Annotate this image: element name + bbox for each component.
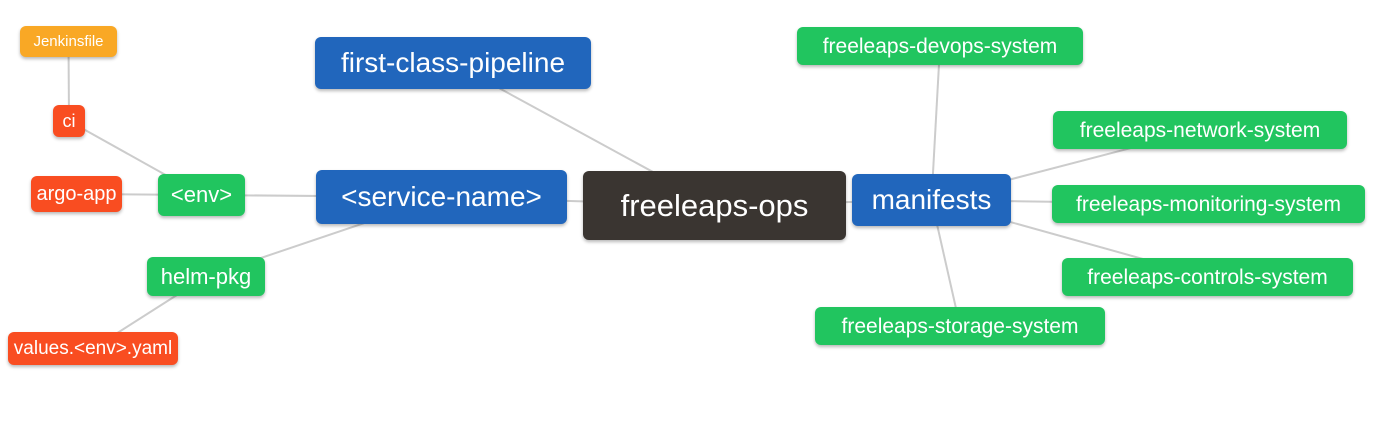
node-label: Jenkinsfile (33, 33, 104, 50)
node-service-name[interactable]: <service-name> (316, 170, 567, 224)
node-storage-system[interactable]: freeleaps-storage-system (815, 307, 1105, 345)
node-label: values.<env>.yaml (13, 338, 173, 359)
node-devops-system[interactable]: freeleaps-devops-system (797, 27, 1083, 65)
node-label: argo-app (36, 183, 117, 205)
node-label: freeleaps-controls-system (1087, 265, 1328, 289)
node-helm-pkg[interactable]: helm-pkg (147, 257, 265, 296)
node-label: freeleaps-ops (620, 188, 809, 223)
node-label: <service-name> (341, 181, 542, 212)
node-monitoring-system[interactable]: freeleaps-monitoring-system (1052, 185, 1365, 223)
node-argo-app[interactable]: argo-app (31, 176, 122, 212)
node-ci[interactable]: ci (53, 105, 85, 137)
node-controls-system[interactable]: freeleaps-controls-system (1062, 258, 1353, 296)
node-jenkinsfile[interactable]: Jenkinsfile (20, 26, 117, 57)
node-env[interactable]: <env> (158, 174, 245, 216)
node-label: <env> (170, 182, 233, 207)
node-label: freeleaps-devops-system (822, 34, 1058, 58)
node-label: freeleaps-storage-system (841, 314, 1079, 338)
node-network-system[interactable]: freeleaps-network-system (1053, 111, 1347, 149)
node-label: first-class-pipeline (340, 47, 566, 78)
node-label: manifests (871, 184, 992, 215)
node-label: freeleaps-monitoring-system (1076, 192, 1341, 216)
node-label: helm-pkg (160, 263, 252, 289)
node-freeleaps-ops[interactable]: freeleaps-ops (583, 171, 846, 240)
node-manifests[interactable]: manifests (852, 174, 1011, 226)
node-label: freeleaps-network-system (1079, 118, 1321, 142)
node-label: ci (62, 111, 76, 131)
node-values-env-yaml[interactable]: values.<env>.yaml (8, 332, 178, 365)
node-first-class-pipeline[interactable]: first-class-pipeline (315, 37, 591, 89)
